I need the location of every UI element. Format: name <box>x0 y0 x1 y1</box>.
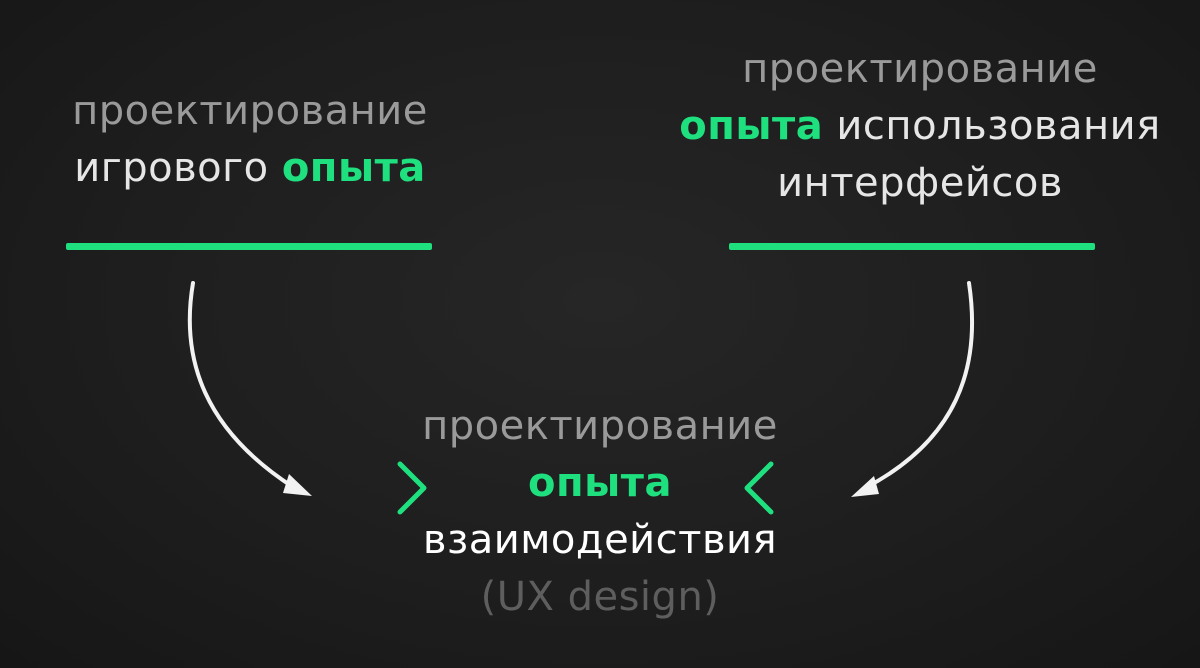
center-line-4: (UX design) <box>480 574 720 620</box>
left-line-2-plain: игрового <box>74 145 282 191</box>
right-line-2-accent: опыта <box>679 103 824 149</box>
left-line-2-accent: опыта <box>281 145 426 191</box>
center-line-1: проектирование <box>422 403 778 449</box>
game-experience-block: проектирование игрового опыта <box>40 83 460 197</box>
right-underline <box>729 243 1095 250</box>
right-line-3: интерфейсов <box>777 160 1063 206</box>
right-line-2: опыта использования <box>660 98 1180 155</box>
right-line-1: проектирование <box>742 46 1098 92</box>
center-line-3: взаимодействия <box>422 517 778 563</box>
right-line-2-plain: использования <box>823 103 1161 149</box>
left-underline <box>66 243 432 250</box>
left-line-2: игрового опыта <box>40 140 460 197</box>
interaction-experience-block: проектирование опыта взаимодействия (UX … <box>340 398 860 626</box>
center-line-2-accent: опыта <box>528 460 672 506</box>
left-line-1: проектирование <box>72 88 428 134</box>
interface-experience-block: проектирование опыта использования интер… <box>660 41 1180 212</box>
